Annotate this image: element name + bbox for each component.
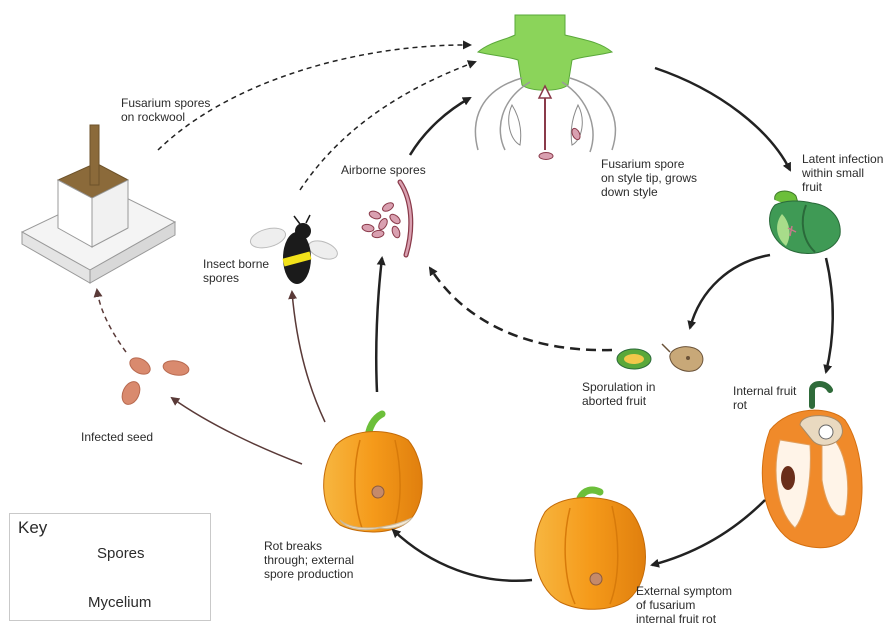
label-rot-breaks: Rot breaks through; external spore produ… — [264, 539, 354, 581]
key-spores-label: Spores — [97, 545, 145, 562]
cycle-arrows — [97, 45, 833, 581]
label-internal-rot: Internal fruit rot — [733, 384, 796, 412]
label-airborne-spores: Airborne spores — [341, 163, 426, 177]
small-green-fruit-icon — [770, 191, 841, 253]
label-external-symptom: External symptom of fusarium internal fr… — [636, 584, 732, 626]
label-style-tip: Fusarium spore on style tip, grows down … — [601, 157, 697, 199]
label-infected-seed: Infected seed — [81, 430, 153, 444]
label-insect-borne: Insect borne spores — [203, 257, 269, 285]
orange-pepper-external-icon — [535, 490, 646, 609]
key-legend: Key Spores Mycelium — [9, 513, 211, 621]
label-fusarium-rockwool: Fusarium spores on rockwool — [121, 96, 210, 124]
key-title: Key — [18, 518, 47, 538]
airborne-spores-icon — [361, 182, 410, 255]
rockwool-block-icon — [22, 125, 175, 283]
label-latent-infection: Latent infection within small fruit — [802, 152, 883, 194]
infected-seed-icon — [119, 354, 190, 407]
orange-pepper-rot-icon — [324, 414, 423, 532]
key-mycelium-label: Mycelium — [88, 594, 151, 611]
aborted-fruit-icon — [617, 344, 703, 371]
label-sporulation: Sporulation in aborted fruit — [582, 380, 655, 408]
flower-icon — [475, 15, 615, 160]
